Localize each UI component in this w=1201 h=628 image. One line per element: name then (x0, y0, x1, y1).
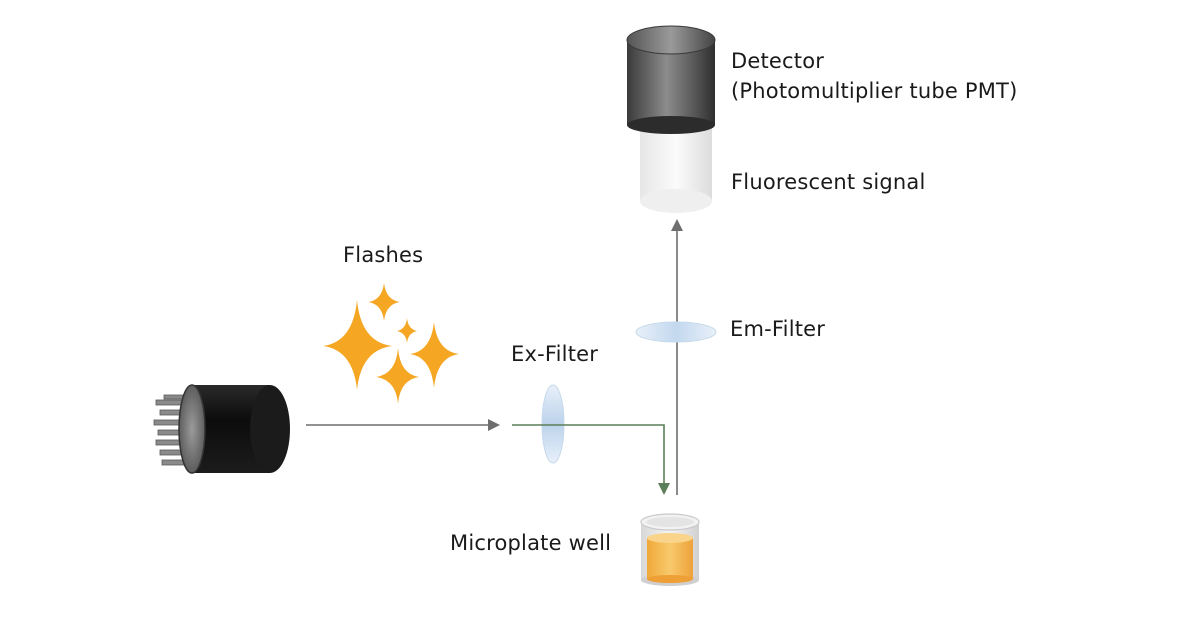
ex-filter-icon (541, 384, 565, 464)
em-filter-label: Em-Filter (730, 317, 826, 341)
flashes-label: Flashes (343, 243, 424, 267)
microplate-well-icon (640, 513, 700, 586)
detector-label: Detector (731, 49, 825, 73)
fluorescent-signal-label: Fluorescent signal (731, 170, 926, 194)
pmt-detector-icon (626, 25, 716, 213)
em-filter-icon (635, 321, 717, 343)
flash-lamp-icon (153, 384, 290, 474)
lamp-light-arrow (306, 419, 500, 431)
microplate-well-label: Microplate well (450, 531, 612, 555)
ex-filter-label: Ex-Filter (511, 342, 599, 366)
sparkle-icon (323, 283, 459, 404)
excitation-path-arrow (512, 424, 670, 495)
emission-path-arrow (671, 219, 683, 495)
detector-subtitle: (Photomultiplier tube PMT) (731, 79, 1018, 103)
